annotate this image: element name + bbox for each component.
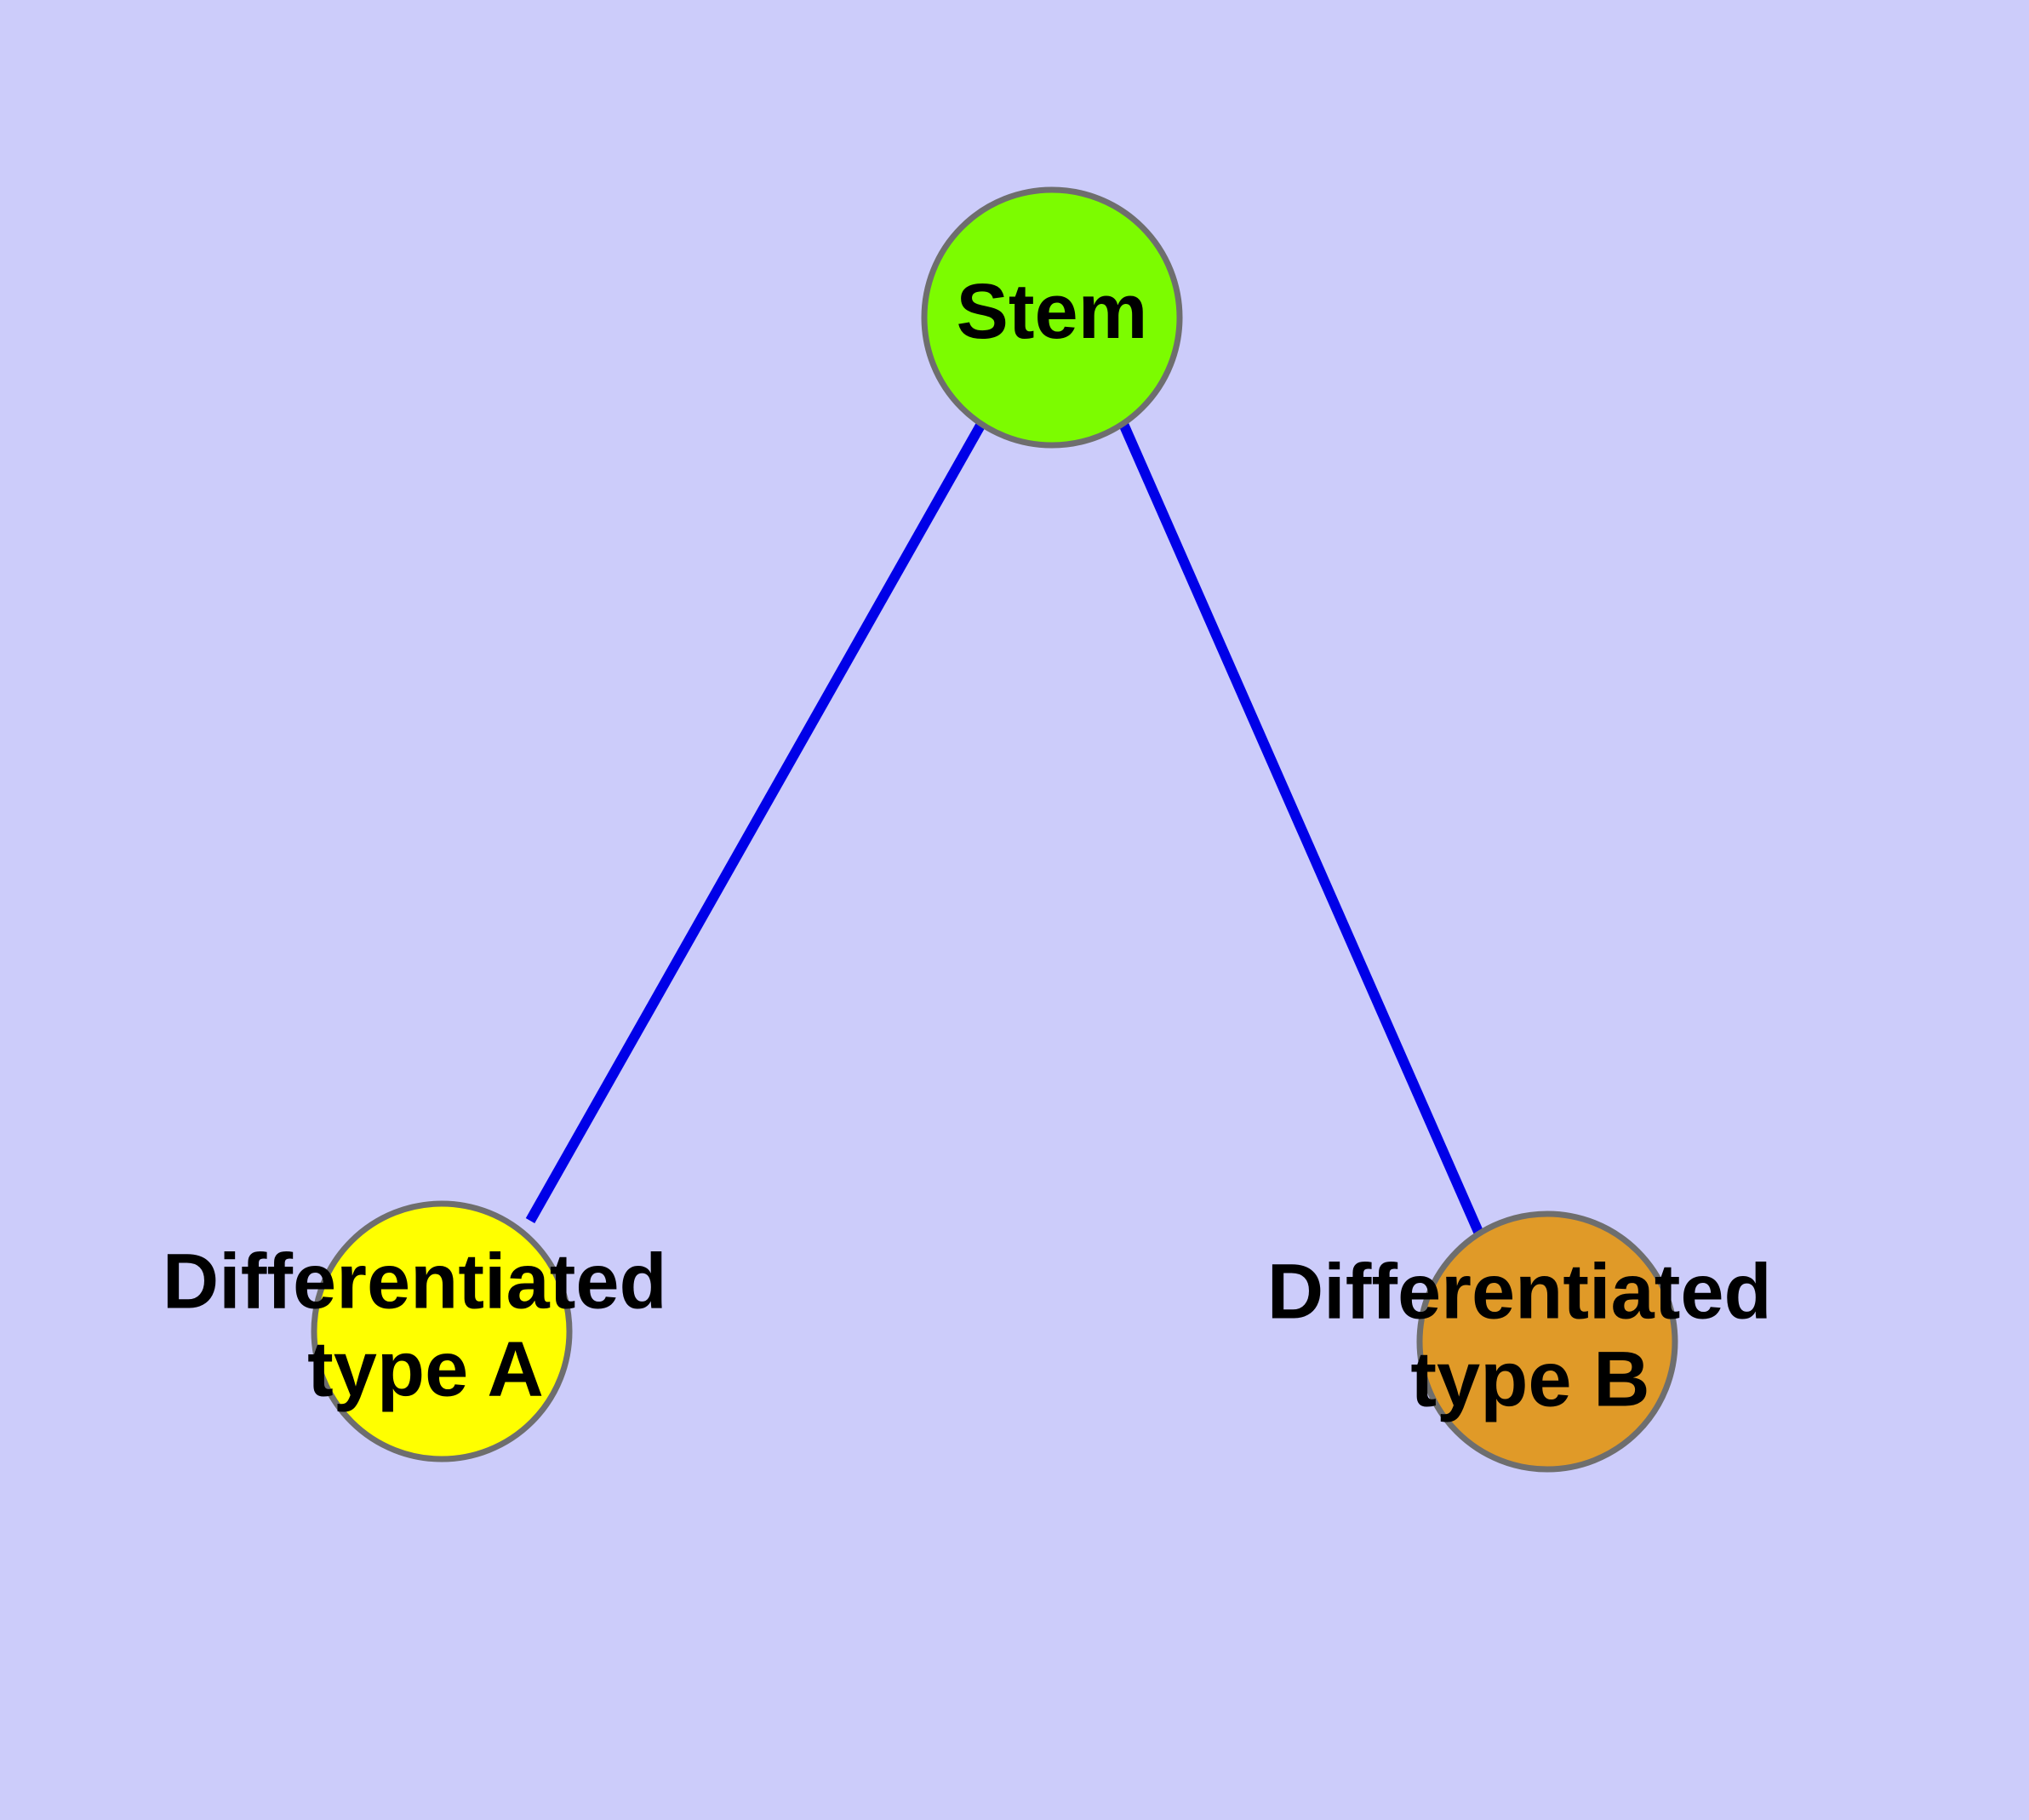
- edge-stem-to-differentiated-type-b[interactable]: [1118, 421, 1483, 1234]
- node-differentiated-type-b-circle[interactable]: [1416, 1210, 1678, 1473]
- edge-layer: [525, 421, 1483, 1234]
- node-differentiated-type-a-label: Differentiated type A: [163, 1239, 689, 1413]
- node-stem-circle[interactable]: [921, 186, 1183, 449]
- label-layer: Stem Differentiated type A Differentiate…: [163, 268, 1794, 1423]
- node-differentiated-type-a[interactable]: [311, 1200, 573, 1462]
- node-differentiated-type-a-label-line2: type A: [307, 1326, 544, 1413]
- node-stem[interactable]: [921, 186, 1183, 449]
- node-layer: [311, 186, 1678, 1473]
- node-stem-label: Stem: [957, 268, 1148, 355]
- node-stem-label-line1: Stem: [957, 268, 1148, 355]
- node-differentiated-type-b-label-line1: Differentiated: [1267, 1249, 1772, 1336]
- edge-stem-to-differentiated-type-a[interactable]: [525, 421, 986, 1223]
- node-differentiated-type-a-label-line1: Differentiated: [163, 1239, 667, 1325]
- node-differentiated-type-a-circle[interactable]: [311, 1200, 573, 1462]
- node-differentiated-type-b[interactable]: [1416, 1210, 1678, 1473]
- node-differentiated-type-b-label-line2: type B: [1410, 1336, 1649, 1423]
- node-differentiated-type-b-label: Differentiated type B: [1267, 1249, 1794, 1423]
